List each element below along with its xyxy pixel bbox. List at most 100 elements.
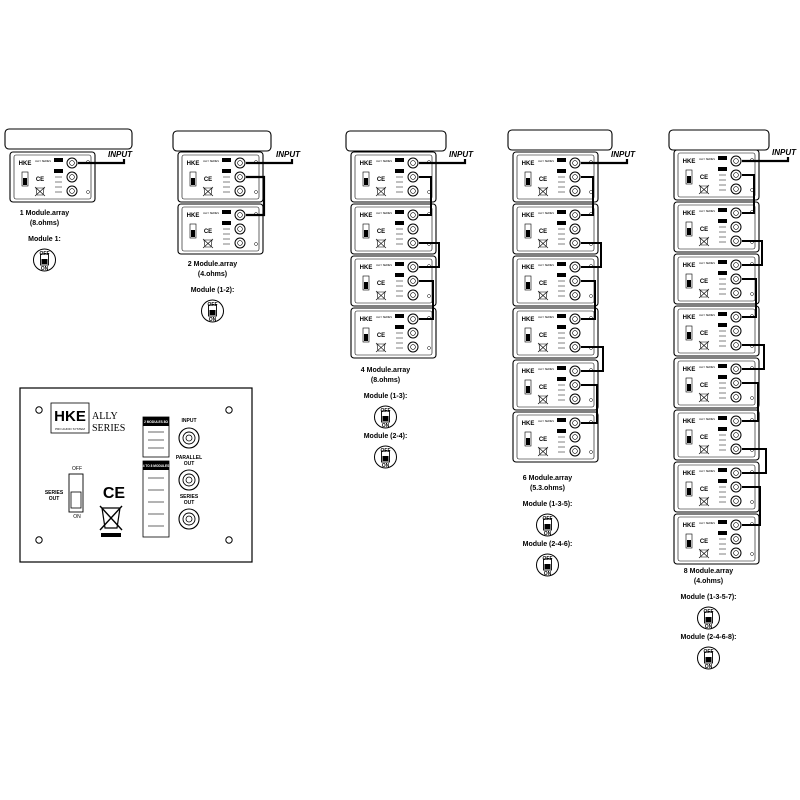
- module-series-jack[interactable]: [730, 183, 742, 195]
- module-input-jack[interactable]: [730, 155, 742, 167]
- module-parallel-jack[interactable]: [569, 223, 581, 235]
- module-parallel-jack[interactable]: [730, 429, 742, 441]
- module-series-jack[interactable]: [66, 185, 78, 197]
- module-series-jack[interactable]: [730, 443, 742, 455]
- module-input-jack[interactable]: [407, 261, 419, 273]
- module-parallel-jack[interactable]: [407, 223, 419, 235]
- parallel-out-jack[interactable]: [178, 469, 200, 491]
- module-input-jack[interactable]: [730, 519, 742, 531]
- module-parallel-jack[interactable]: [730, 169, 742, 181]
- module-series-jack[interactable]: [730, 495, 742, 507]
- module-switch-knob: [687, 228, 691, 235]
- module-series-text: ALLY SERIES: [699, 210, 715, 213]
- link-cable: [742, 486, 761, 526]
- module-input-jack[interactable]: [569, 417, 581, 429]
- module-series-jack[interactable]: [407, 185, 419, 197]
- module-switch-knob: [526, 282, 530, 289]
- module-legend-bottom: [718, 479, 727, 483]
- module-series-jack[interactable]: [569, 393, 581, 405]
- module-input-jack[interactable]: [730, 259, 742, 271]
- module-parallel-jack[interactable]: [730, 273, 742, 285]
- module-series-jack[interactable]: [569, 445, 581, 457]
- module-parallel-jack[interactable]: [730, 221, 742, 233]
- module-legend-bottom: [395, 169, 404, 173]
- module-series-jack[interactable]: [407, 289, 419, 301]
- input-jack[interactable]: [178, 427, 200, 449]
- module-series-jack[interactable]: [569, 185, 581, 197]
- module-input-jack[interactable]: [66, 157, 78, 169]
- dip-switch-off-label: OFF: [543, 556, 553, 562]
- module-input-jack[interactable]: [407, 209, 419, 221]
- module-series-jack[interactable]: [730, 339, 742, 351]
- module-series-jack[interactable]: [234, 237, 246, 249]
- module-legend-bottom: [395, 273, 404, 277]
- module-parallel-jack[interactable]: [569, 275, 581, 287]
- dip-switch-on-label: ON: [41, 266, 49, 272]
- module-legend-bottom: [718, 167, 727, 171]
- legend-2-modules: 2 MODULES 8Ω: [144, 420, 168, 424]
- module-series-jack[interactable]: [730, 547, 742, 559]
- module-parallel-jack[interactable]: [407, 275, 419, 287]
- module-logo: HKE: [187, 213, 200, 219]
- module-parallel-jack[interactable]: [234, 171, 246, 183]
- module-parallel-jack[interactable]: [569, 171, 581, 183]
- module-input-jack[interactable]: [569, 157, 581, 169]
- module-input-jack[interactable]: [730, 311, 742, 323]
- module-series-jack[interactable]: [569, 289, 581, 301]
- module-input-jack[interactable]: [234, 209, 246, 221]
- module-bin-icon: [538, 395, 548, 404]
- module-parallel-jack[interactable]: [730, 533, 742, 545]
- module-parallel-jack[interactable]: [569, 431, 581, 443]
- module-parallel-jack[interactable]: [569, 379, 581, 391]
- module-parallel-jack[interactable]: [730, 325, 742, 337]
- module-input-jack[interactable]: [730, 363, 742, 375]
- module-logo: HKE: [522, 213, 535, 219]
- module-ce-mark: CE: [539, 229, 547, 235]
- module-series-text: ALLY SERIES: [699, 470, 715, 473]
- module-series-jack[interactable]: [730, 235, 742, 247]
- module-input-jack[interactable]: [407, 157, 419, 169]
- module-series-jack[interactable]: [730, 391, 742, 403]
- module-series-jack[interactable]: [730, 287, 742, 299]
- module-series-jack[interactable]: [569, 237, 581, 249]
- module-input-jack[interactable]: [730, 207, 742, 219]
- module-parallel-jack[interactable]: [730, 377, 742, 389]
- series-out-jack[interactable]: [178, 508, 200, 530]
- switch-label: Module (1-2):: [191, 287, 235, 294]
- module-input-jack[interactable]: [569, 313, 581, 325]
- module-series-jack[interactable]: [407, 341, 419, 353]
- input-cable: [419, 159, 467, 165]
- module-input-jack[interactable]: [234, 157, 246, 169]
- module-parallel-jack[interactable]: [234, 223, 246, 235]
- module-input-jack[interactable]: [730, 467, 742, 479]
- module-plate: [677, 308, 756, 354]
- module-parallel-jack[interactable]: [407, 327, 419, 339]
- series-name-line1: ALLY: [92, 411, 118, 422]
- module-bin-icon: [538, 291, 548, 300]
- module-input-jack[interactable]: [569, 261, 581, 273]
- module-legend-top: [557, 366, 566, 370]
- array-title: 2 Module.array: [188, 261, 238, 268]
- module-parallel-jack[interactable]: [730, 481, 742, 493]
- module-bin-icon: [203, 239, 213, 248]
- module-parallel-jack[interactable]: [407, 171, 419, 183]
- module-parallel-jack[interactable]: [569, 327, 581, 339]
- module-series-jack[interactable]: [407, 237, 419, 249]
- module-input-jack[interactable]: [569, 209, 581, 221]
- module-parallel-jack[interactable]: [66, 171, 78, 183]
- module-series-jack[interactable]: [234, 185, 246, 197]
- module-input-jack[interactable]: [730, 415, 742, 427]
- module-input-jack[interactable]: [569, 365, 581, 377]
- module-series-jack[interactable]: [569, 341, 581, 353]
- module-input-jack[interactable]: [407, 313, 419, 325]
- module-bin-icon: [538, 187, 548, 196]
